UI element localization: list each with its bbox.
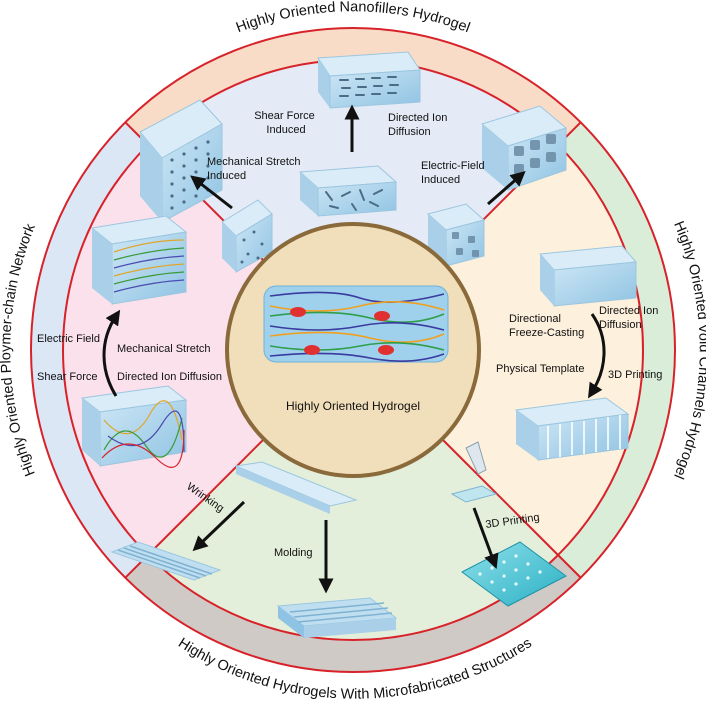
arrow-left-up bbox=[102, 309, 121, 397]
label-physical-template: Physical Template bbox=[496, 363, 584, 375]
center-hydrogel-illustration bbox=[263, 285, 449, 363]
label-molding: Molding bbox=[274, 547, 313, 559]
label-shear-force-induced: Shear Force Induced bbox=[254, 110, 318, 136]
gel-block-efield-aligned bbox=[480, 105, 568, 191]
label-directed-ion-diffusion-top: Directed Ion Diffusion bbox=[388, 112, 450, 138]
label-3d-printing-right: 3D Printing bbox=[608, 369, 662, 381]
arrow-right-down bbox=[587, 313, 606, 399]
gel-sheet-molded bbox=[276, 597, 398, 638]
gel-block-void-channels bbox=[514, 397, 630, 461]
label-directed-ion-diffusion-right: Directed Ion Diffusion bbox=[599, 305, 661, 331]
label-directional-freeze-casting: Directional Freeze-Casting bbox=[509, 313, 584, 339]
arrow-stretch bbox=[190, 175, 233, 210]
gel-block-random-fillers bbox=[298, 165, 398, 217]
gel-block-aligned-chains bbox=[90, 215, 188, 305]
label-shear-force-left: Shear Force bbox=[37, 371, 98, 383]
sector-bottom bbox=[148, 350, 558, 640]
center-title: Highly Oriented Hydrogel bbox=[286, 399, 420, 413]
label-mechanical-stretch-left: Mechanical Stretch bbox=[117, 343, 211, 355]
label-electric-field-induced: Electric-Field Induced bbox=[421, 160, 488, 186]
arrow-wrinkling bbox=[192, 500, 246, 552]
gel-sheet-wrinkled bbox=[110, 541, 222, 581]
label-mechanical-stretch-induced: Mechanical Stretch Induced bbox=[207, 156, 304, 182]
label-directed-ion-diffusion-left: Directed Ion Diffusion bbox=[117, 371, 222, 383]
arrow-efield bbox=[487, 171, 526, 206]
gel-sheet-precursor bbox=[234, 461, 358, 514]
center-hub: Highly Oriented Hydrogel bbox=[225, 222, 481, 478]
printer-nozzle-icon bbox=[450, 441, 498, 503]
top-sector: Shear Force Induced Directed Ion Diffusi… bbox=[139, 51, 568, 273]
gel-block-stretch-aligned bbox=[139, 99, 223, 223]
arrow-3d-printing-bottom bbox=[472, 507, 499, 570]
right-sector: Directional Freeze-Casting Directed Ion … bbox=[496, 245, 662, 461]
gel-block-precursor-right bbox=[538, 245, 638, 307]
gel-block-random-small-left bbox=[221, 199, 273, 273]
left-sector: Electric Field Shear Force Mechanical St… bbox=[37, 215, 222, 468]
gel-block-oriented-fillers-top bbox=[317, 51, 421, 109]
label-electric-field-left: Electric Field bbox=[37, 333, 100, 345]
gel-block-random-chains bbox=[80, 385, 188, 468]
